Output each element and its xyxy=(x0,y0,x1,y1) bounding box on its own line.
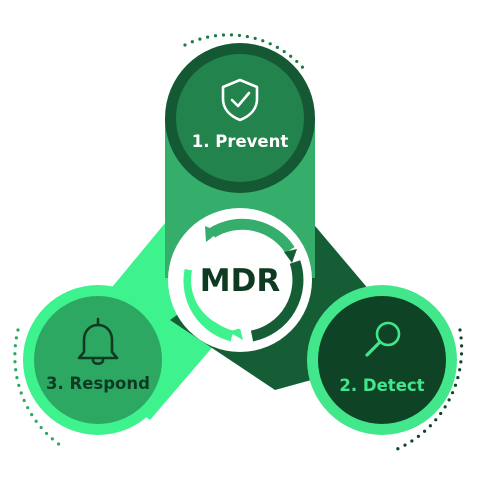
node-prevent-label: 1. Prevent xyxy=(192,132,289,151)
node-respond-circle xyxy=(34,296,162,424)
dotted-arc-top-right xyxy=(183,33,307,72)
hub-mdr: MDR xyxy=(168,208,312,352)
node-detect-label: 2. Detect xyxy=(339,376,424,395)
node-respond: 3. Respond xyxy=(23,285,173,435)
node-prevent-circle xyxy=(176,54,304,182)
bell-icon xyxy=(77,317,119,366)
node-prevent: 1. Prevent xyxy=(165,43,315,193)
dotted-arc-left xyxy=(13,328,62,447)
cycle-arrows-icon xyxy=(183,218,304,342)
node-respond-label: 3. Respond xyxy=(46,374,150,393)
node-detect: 2. Detect xyxy=(307,285,457,435)
node-detect-circle xyxy=(318,296,446,424)
hub-inner-circle xyxy=(191,231,289,329)
dotted-arc-bottom-right xyxy=(393,328,464,452)
magnifier-icon xyxy=(365,321,401,357)
shield-check-icon xyxy=(221,78,259,122)
hub-label: MDR xyxy=(200,263,281,299)
